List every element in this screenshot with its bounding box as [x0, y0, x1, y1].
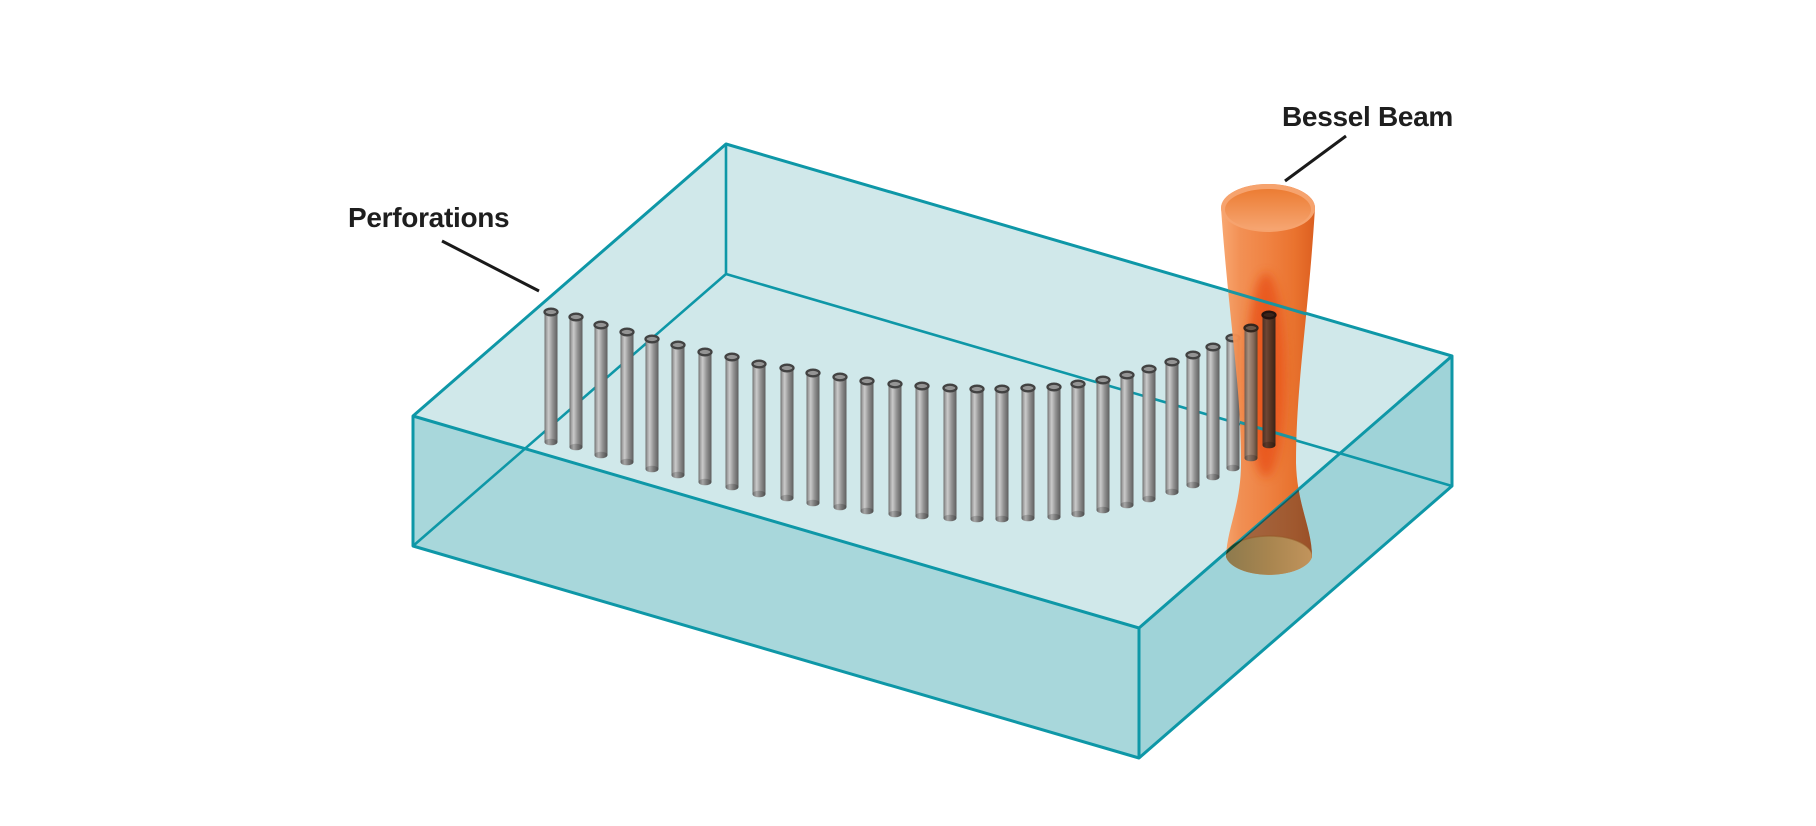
perforation-cylinder — [1020, 383, 1036, 522]
bessel-beam-leader-line — [1284, 134, 1347, 183]
perforation-cylinder — [619, 327, 635, 466]
perforation-cylinder — [1205, 342, 1221, 481]
perforation-cylinder — [593, 320, 609, 459]
perforation-cylinder — [568, 312, 584, 451]
perforation-cylinder — [942, 383, 958, 522]
perforation-cylinder — [859, 376, 875, 515]
perforation-cylinder — [724, 352, 740, 491]
perforation-cylinder — [670, 340, 686, 479]
perforation-cylinder — [751, 359, 767, 498]
perforation-cylinder — [1185, 350, 1201, 489]
glass-top-face — [413, 144, 1452, 628]
perforation-cylinder — [697, 347, 713, 486]
beam-top-opening — [1225, 189, 1311, 230]
glass-left-face — [413, 416, 1139, 758]
perforation-cylinder — [914, 381, 930, 520]
perforation-cylinder — [994, 384, 1010, 523]
perforation-cylinder — [543, 307, 559, 446]
perforations-label: Perforations — [348, 202, 509, 233]
perforation-cylinder — [644, 334, 660, 473]
perforation-cylinder — [1070, 379, 1086, 518]
perforation-cylinder — [887, 379, 903, 518]
perforation-row — [543, 307, 1241, 523]
perforation-cylinder — [969, 384, 985, 523]
bessel-beam-label: Bessel Beam — [1282, 101, 1453, 132]
perforations-in-beam — [1243, 310, 1277, 462]
perforation-cylinder — [779, 363, 795, 502]
perforation-cylinder — [1095, 375, 1111, 514]
perforations-leader-line — [441, 239, 540, 293]
perforation-cylinder — [1164, 357, 1180, 496]
perforation-cylinder — [1119, 370, 1135, 509]
perforation-cylinder — [805, 368, 821, 507]
perforation-cylinder-in-beam — [1243, 323, 1259, 462]
perforation-cylinder — [1141, 364, 1157, 503]
glass-outline-edges — [411, 142, 1454, 760]
perforation-cylinder-in-beam — [1261, 310, 1277, 449]
perforation-cylinder — [1046, 382, 1062, 521]
perforation-cylinder — [832, 372, 848, 511]
annotations: Perforations Bessel Beam — [348, 101, 1453, 293]
